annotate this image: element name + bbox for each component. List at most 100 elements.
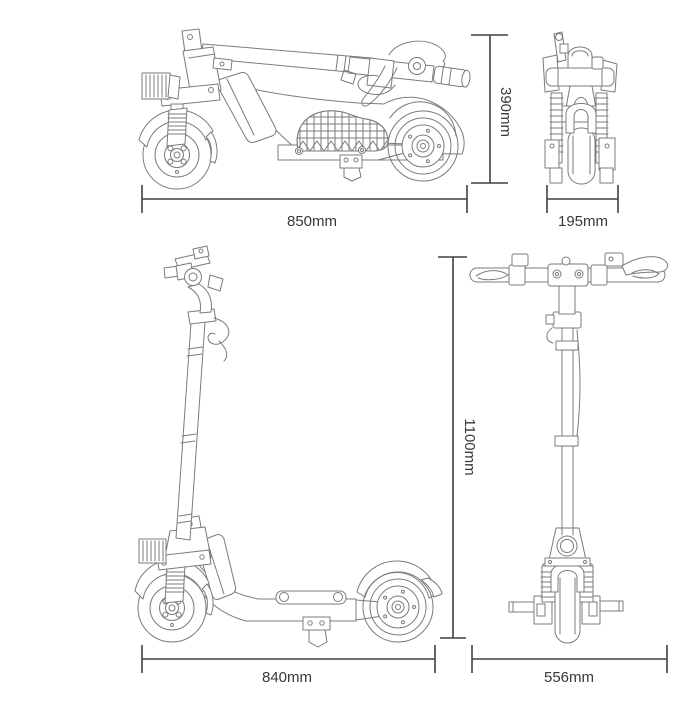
- mesh-grid: [297, 110, 388, 151]
- right-lever-housing: [604, 252, 624, 267]
- kickstand-bracket: [302, 616, 331, 631]
- top-box-bolt: [198, 248, 204, 254]
- left-foot-block: [549, 167, 563, 184]
- clamp-hook: [207, 317, 230, 345]
- stem-joint-lines: [335, 54, 347, 72]
- clamp-bolt-1-center: [554, 271, 560, 277]
- clamp-bolt-2: [574, 269, 584, 279]
- center-clamp-plate: [547, 263, 589, 287]
- unfolded-front-view: [469, 252, 668, 644]
- dimension-390: 390mm: [471, 34, 514, 184]
- crown-bolt-2: [208, 87, 214, 93]
- clamp-lever-tail: [218, 340, 228, 362]
- rack-end-left: [279, 592, 289, 602]
- stem-neck: [187, 283, 212, 314]
- stem-collar-bands: [177, 346, 204, 524]
- stem-top: [558, 281, 576, 315]
- dimension-label-195: 195mm: [558, 213, 608, 230]
- handlebar-collars: [557, 67, 603, 87]
- dimension-label-1100: 1100mm: [461, 418, 478, 475]
- headlight-lens: [560, 539, 574, 553]
- headlight-bracket: [167, 74, 181, 100]
- plate-bolt-l: [549, 143, 555, 149]
- bracket-bolt-2: [353, 157, 359, 163]
- center-knob: [561, 256, 571, 266]
- bell-center: [413, 62, 421, 70]
- crown-bolt-1: [548, 560, 552, 564]
- latch: [212, 57, 233, 71]
- left-top-box: [511, 253, 529, 267]
- dimension-label-840: 840mm: [262, 669, 312, 686]
- battery-edge-line: [226, 78, 255, 136]
- rail-bolt-right-center: [360, 148, 364, 152]
- dimension-line-1100: [438, 256, 467, 639]
- crown-bolt-2: [199, 554, 205, 560]
- shock-coil: [165, 571, 185, 593]
- dimension-line-850: [141, 185, 468, 213]
- left-grip-swoosh: [475, 270, 509, 281]
- stalk-knob: [555, 33, 563, 41]
- fork-crown: [544, 557, 591, 567]
- rail-bolt-right: [358, 146, 366, 154]
- right-grip-swoosh: [631, 269, 660, 279]
- bracket-tail: [308, 629, 328, 648]
- clamp-bolt-2-center: [576, 271, 582, 277]
- folded-side-view: [138, 28, 471, 190]
- stem-tube: [561, 327, 574, 536]
- folded-rack-bar: [275, 590, 347, 605]
- clamp-bolt-1: [552, 269, 562, 279]
- stalk-block: [559, 43, 569, 54]
- left-plate-detail: [536, 603, 546, 617]
- head-tube: [182, 46, 222, 96]
- dimension-line-556: [471, 645, 668, 673]
- headlight: [556, 535, 578, 557]
- dimension-line-390: [471, 34, 508, 184]
- front-mudflap: [205, 131, 218, 164]
- wheel-tread-lines: [559, 577, 576, 635]
- shock-coil: [167, 113, 187, 135]
- dimension-195: 195mm: [546, 185, 619, 230]
- rail-bolt-left: [295, 147, 303, 155]
- stem-strap: [340, 69, 357, 85]
- dimension-line-840: [141, 645, 436, 673]
- bell: [184, 268, 202, 286]
- left-shock-coil: [540, 571, 558, 598]
- stem-collar-1: [555, 340, 579, 351]
- front-mudflap: [201, 583, 214, 616]
- clamp-stub: [545, 314, 555, 325]
- dimension-556: 556mm: [471, 645, 668, 686]
- head-dome-inner: [571, 50, 589, 57]
- handle-grip: [433, 65, 471, 88]
- dimension-840: 840mm: [141, 645, 436, 686]
- folded-handlebar: [545, 67, 615, 87]
- bracket-bolt-1: [307, 620, 313, 626]
- dimension-label-556: 556mm: [544, 669, 594, 686]
- crown-bolt-2: [583, 560, 587, 564]
- head-tube-line: [188, 53, 216, 59]
- right-knob: [591, 56, 604, 70]
- headlight-grille: [145, 74, 167, 98]
- kickstand-bracket: [339, 154, 363, 169]
- rear-fender-line: [389, 101, 457, 137]
- lever-pivot: [608, 256, 614, 262]
- lever-lower-arm: [361, 65, 398, 107]
- unfolded-side-view: [134, 245, 443, 648]
- rack-end-right: [333, 592, 343, 602]
- front-wheel: [554, 567, 581, 644]
- dimension-1100: 1100mm: [438, 256, 478, 639]
- stem-collar-2: [554, 435, 579, 447]
- handlebar-clamp: [366, 57, 395, 89]
- rear-wheel: [362, 571, 434, 643]
- wheel: [567, 127, 596, 185]
- dimension-label-390: 390mm: [497, 87, 514, 137]
- dimension-line-195: [546, 185, 619, 213]
- wheel-tread-lines: [572, 135, 591, 175]
- headlight-grille: [142, 540, 164, 562]
- latch-bolt: [219, 61, 225, 67]
- bracket-bolt-1: [343, 157, 349, 163]
- folded-front-view: [542, 31, 618, 185]
- clamp-lever: [546, 327, 554, 344]
- bracket-tail: [343, 167, 362, 182]
- plate-bolt-r: [604, 143, 610, 149]
